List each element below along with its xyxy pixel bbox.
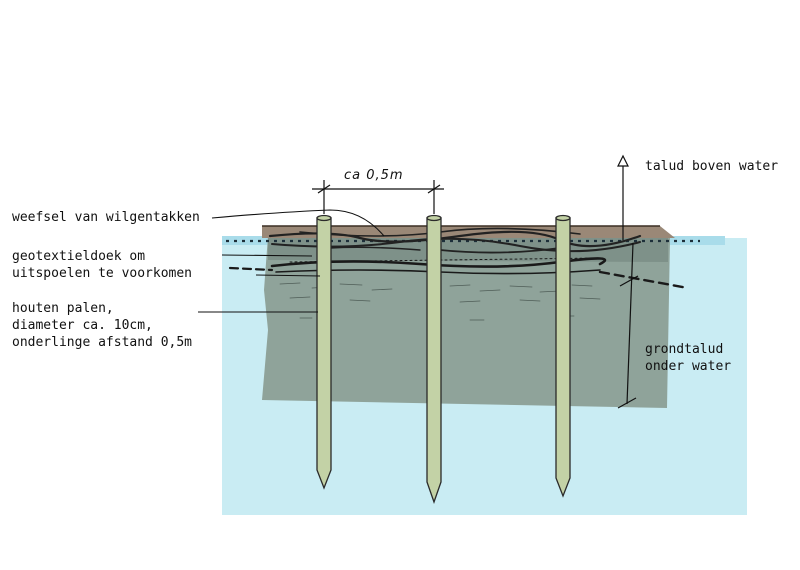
label-palen-line1: houten palen, (12, 301, 114, 316)
label-grondtalud-line2: onder water (645, 359, 732, 374)
leader-lines (198, 209, 385, 313)
label-talud-boven-water: talud boven water (645, 159, 779, 174)
wooden-poles (316, 214, 571, 504)
bank-above-water (262, 226, 675, 238)
label-palen-line3: onderlinge afstand 0,5m (12, 335, 193, 350)
label-grondtalud-line1: grondtalud (645, 342, 724, 357)
label-weefsel: weefsel van wilgentakken (12, 210, 200, 225)
spacing-label: ca 0,5m (344, 168, 404, 183)
label-geotextiel-line1: geotextieldoek om (12, 249, 146, 264)
arrow-up-icon (617, 154, 629, 240)
spacing-dimension (312, 180, 444, 214)
pole-3 (555, 217, 571, 498)
grondtalud-dimension (617, 242, 639, 409)
willow-weave (268, 227, 642, 254)
label-geotextiel-line2: uitspoelen te voorkomen (12, 266, 193, 281)
pole-2 (426, 217, 442, 504)
pole-1 (316, 217, 332, 490)
soil-texture (279, 282, 601, 321)
label-palen-line2: diameter ca. 10cm, (12, 318, 153, 333)
